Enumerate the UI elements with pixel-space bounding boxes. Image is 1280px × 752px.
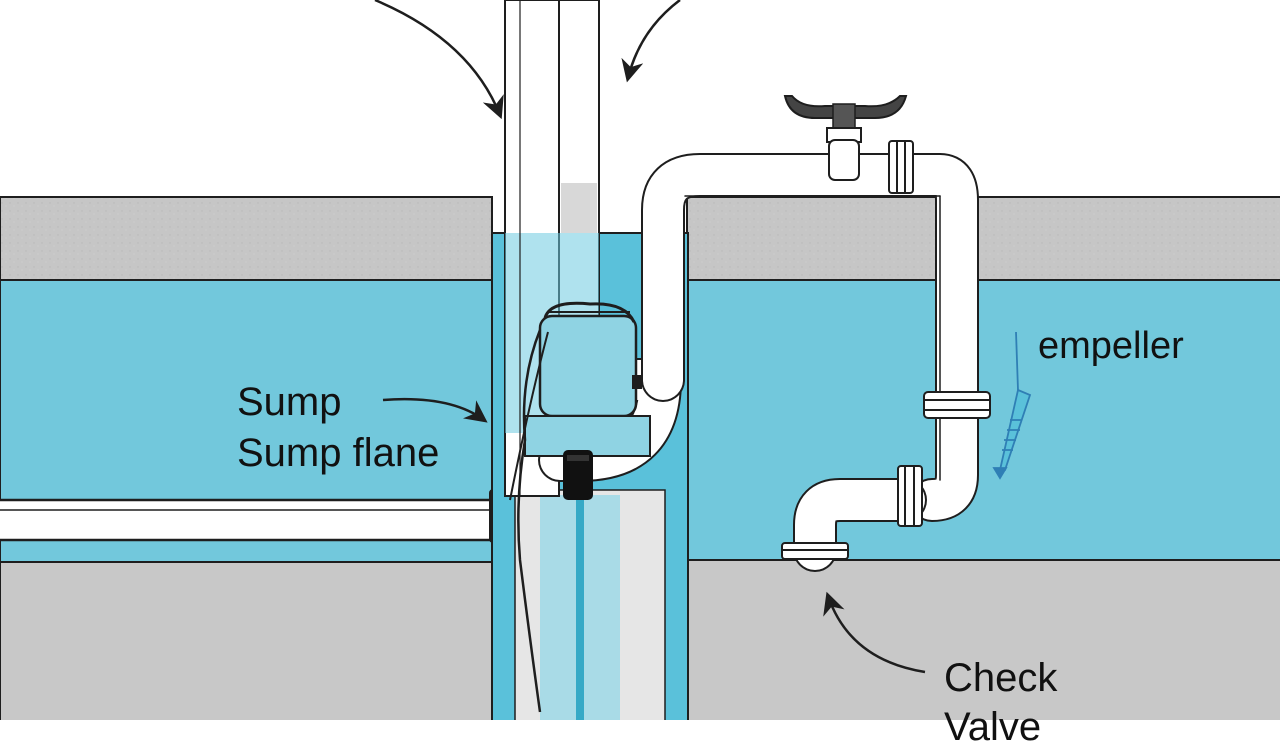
pipe-unions (781, 140, 991, 560)
label-sump-flane: Sump flane (237, 431, 440, 475)
valve-handle-icon (783, 95, 908, 181)
union-lower (897, 465, 923, 527)
label-check: Check (944, 656, 1058, 700)
left-top-soil (0, 196, 493, 281)
right-bottom-soil (686, 559, 1280, 720)
right-top-soil (686, 196, 1280, 281)
inlet-drain-pipe (0, 498, 497, 542)
right-ground (686, 196, 1280, 720)
sump-pump-diagram (0, 0, 1280, 720)
arrow-to-check-valve (823, 591, 926, 674)
arrow-to-vent-pipe (374, 0, 504, 120)
label-sump: Sump (237, 380, 342, 424)
union-middle (923, 391, 991, 419)
pump-body (538, 314, 638, 418)
submersible-pump-icon (509, 301, 651, 713)
arrow-to-discharge (621, 0, 681, 83)
callout-arrows (374, 0, 926, 674)
left-bottom-soil (0, 561, 493, 720)
union-top (888, 140, 914, 194)
float-switch-icon (563, 450, 593, 500)
right-water-layer (686, 279, 1280, 561)
label-valve-partial: Valve (944, 705, 1042, 749)
label-empeller: empeller (1038, 325, 1184, 367)
arrow-to-sump-flane (382, 397, 488, 423)
downward-flow-arrow-icon (992, 331, 1032, 480)
